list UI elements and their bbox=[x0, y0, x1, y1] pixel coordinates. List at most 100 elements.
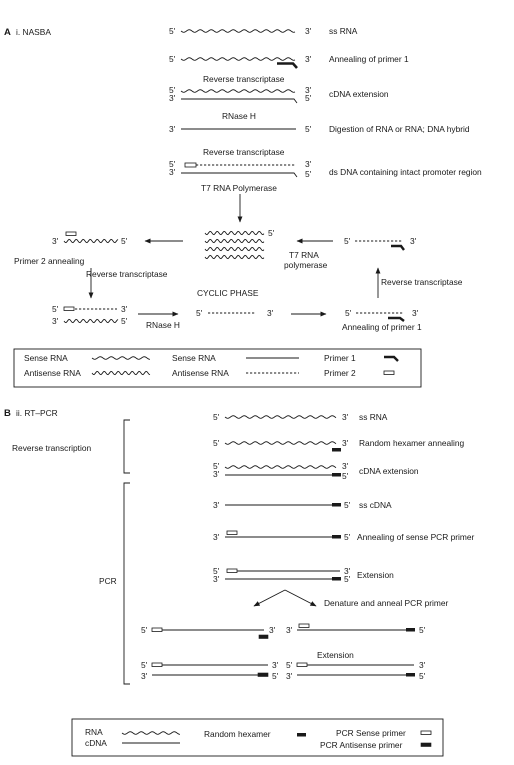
three-prime-label: 3' bbox=[213, 469, 220, 479]
five-prime-label: 5' bbox=[344, 574, 351, 584]
rtpcr-step-cdna-extension: 5' 3' 3' 5' cDNA extension bbox=[213, 461, 419, 481]
panel-a-title: i. NASBA bbox=[16, 27, 51, 37]
sense-rna-strand bbox=[180, 29, 296, 33]
five-prime-label: 5' bbox=[121, 236, 128, 246]
five-prime-label: 5' bbox=[121, 316, 128, 326]
legend-box bbox=[13, 348, 422, 388]
cyclic-phase-label: CYCLIC PHASE bbox=[197, 288, 259, 298]
nasba-step-digestion: RNase H 3' 5' Digestion of RNA or RNA; D… bbox=[169, 111, 470, 134]
rtpcr-step-ss-cdna: 3' 5' ss cDNA bbox=[213, 500, 392, 510]
panel-a-letter: A bbox=[4, 27, 11, 38]
three-prime-label: 3' bbox=[305, 26, 312, 36]
pcr-antisense-primer-mark bbox=[257, 672, 269, 677]
three-prime-label: 3' bbox=[342, 412, 349, 422]
enzyme-label: T7 RNA bbox=[289, 250, 319, 260]
enzyme-label: Reverse transcriptase bbox=[86, 269, 168, 279]
five-prime-label: 5' bbox=[305, 124, 312, 134]
legend-box bbox=[71, 718, 444, 757]
three-prime-label: 3' bbox=[213, 500, 220, 510]
five-prime-label: 5' bbox=[305, 93, 312, 103]
pcr-sense-primer-mark bbox=[296, 662, 308, 667]
enzyme-label: T7 RNA Polymerase bbox=[201, 183, 277, 193]
enzyme-label: RNase H bbox=[222, 111, 256, 121]
nasba-step-annealing-primer-1: 5' 3' Annealing of primer 1 bbox=[169, 54, 409, 69]
legend-label: cDNA bbox=[85, 738, 107, 748]
five-prime-label: 5' bbox=[141, 625, 148, 635]
three-prime-label: 3' bbox=[344, 566, 351, 576]
five-prime-label: 5' bbox=[272, 671, 279, 681]
sense-rna-strand bbox=[224, 415, 337, 419]
legend-label: Antisense RNA bbox=[172, 368, 229, 378]
five-prime-label: 5' bbox=[419, 625, 426, 635]
five-prime-label: 5' bbox=[213, 566, 220, 576]
rtpcr-extension-right: 5' 3' 3' 5' bbox=[286, 660, 426, 681]
primer-2-mark bbox=[65, 231, 77, 236]
step-label: Digestion of RNA or RNA; DNA hybrid bbox=[329, 124, 470, 134]
five-prime-label: 5' bbox=[213, 461, 220, 471]
five-prime-label: 5' bbox=[305, 169, 312, 179]
bracket-label: Reverse transcription bbox=[12, 443, 91, 453]
step-label: cDNA extension bbox=[359, 466, 419, 476]
step-label: Annealing of primer 1 bbox=[329, 54, 409, 64]
five-prime-label: 5' bbox=[213, 438, 220, 448]
step-label: ss RNA bbox=[359, 412, 388, 422]
three-prime-label: 3' bbox=[169, 124, 176, 134]
step-label: Annealing of sense PCR primer bbox=[357, 532, 475, 542]
three-prime-label: 3' bbox=[269, 625, 276, 635]
bracket-label: PCR bbox=[99, 576, 117, 586]
step-label: ds DNA containing intact promoter region bbox=[329, 167, 482, 177]
legend-panel-a: Sense RNA Antisense RNA Sense RNA Antise… bbox=[13, 348, 422, 388]
nasba-step-cdna-extension: Reverse transcriptase 5' 3' 3' 5' cDNA e… bbox=[169, 74, 389, 104]
five-prime-label: 5' bbox=[344, 236, 351, 246]
random-hexamer-mark bbox=[332, 503, 341, 507]
three-prime-label: 3' bbox=[169, 93, 176, 103]
three-prime-label: 3' bbox=[121, 304, 128, 314]
legend-label: Random hexamer bbox=[204, 729, 271, 739]
legend-label: Primer 1 bbox=[324, 353, 356, 363]
legend-panel-b: RNA cDNA Random hexamer PCR Sense primer… bbox=[71, 718, 444, 757]
enzyme-label: Reverse transcriptase bbox=[203, 147, 285, 157]
five-prime-label: 5' bbox=[52, 304, 59, 314]
rtpcr-denatured-left: 5' 3' bbox=[141, 625, 276, 639]
cycle-annealing-primer-1: 5' 3' Annealing of primer 1 bbox=[342, 308, 422, 332]
primer-2-mark bbox=[184, 162, 197, 168]
cycle-step-label: Primer 2 annealing bbox=[14, 256, 85, 266]
pcr-sense-primer-mark bbox=[226, 530, 238, 535]
five-prime-label: 5' bbox=[286, 660, 293, 670]
five-prime-label: 5' bbox=[342, 471, 349, 481]
rtpcr-step-ss-rna: 5' 3' ss RNA bbox=[213, 412, 388, 422]
cycle-cdna-extension: 5' 3' 3' 5' bbox=[52, 304, 128, 326]
five-prime-label: 5' bbox=[141, 660, 148, 670]
cycle-step-label: Annealing of primer 1 bbox=[342, 322, 422, 332]
three-prime-label: 3' bbox=[419, 660, 426, 670]
pcr-sense-primer-mark bbox=[151, 662, 163, 667]
pcr-sense-primer-mark bbox=[298, 623, 310, 628]
three-prime-label: 3' bbox=[342, 461, 349, 471]
three-prime-label: 3' bbox=[272, 660, 279, 670]
step-label: cDNA extension bbox=[329, 89, 389, 99]
sense-rna-strand bbox=[224, 465, 337, 469]
step-label: ss RNA bbox=[329, 26, 358, 36]
three-prime-label: 3' bbox=[305, 159, 312, 169]
legend-rna-swatch bbox=[121, 731, 181, 735]
pcr-antisense-primer-mark bbox=[258, 634, 269, 639]
antisense-dna-strand bbox=[181, 172, 298, 178]
rtpcr-step-extension: 5' 3' 3' 5' Extension bbox=[213, 566, 394, 584]
five-prime-label: 5' bbox=[169, 159, 176, 169]
three-prime-label: 3' bbox=[52, 236, 59, 246]
enzyme-label: RNase H bbox=[146, 320, 180, 330]
random-hexamer-mark bbox=[332, 577, 341, 581]
rtpcr-step-annealing-sense-primer: 3' 5' Annealing of sense PCR primer bbox=[213, 530, 475, 542]
bracket-pcr bbox=[123, 482, 130, 685]
legend-pcr-sense-primer-swatch bbox=[420, 730, 432, 735]
panel-b-letter: B bbox=[4, 408, 11, 419]
step-label: Extension bbox=[317, 650, 354, 660]
pcr-sense-primer-mark bbox=[226, 568, 238, 573]
five-prime-label: 5' bbox=[419, 671, 426, 681]
three-prime-label: 3' bbox=[305, 85, 312, 95]
primer-1-mark bbox=[388, 316, 405, 322]
five-prime-label: 5' bbox=[213, 412, 220, 422]
three-prime-label: 3' bbox=[213, 574, 220, 584]
random-hexamer-mark bbox=[332, 448, 341, 452]
